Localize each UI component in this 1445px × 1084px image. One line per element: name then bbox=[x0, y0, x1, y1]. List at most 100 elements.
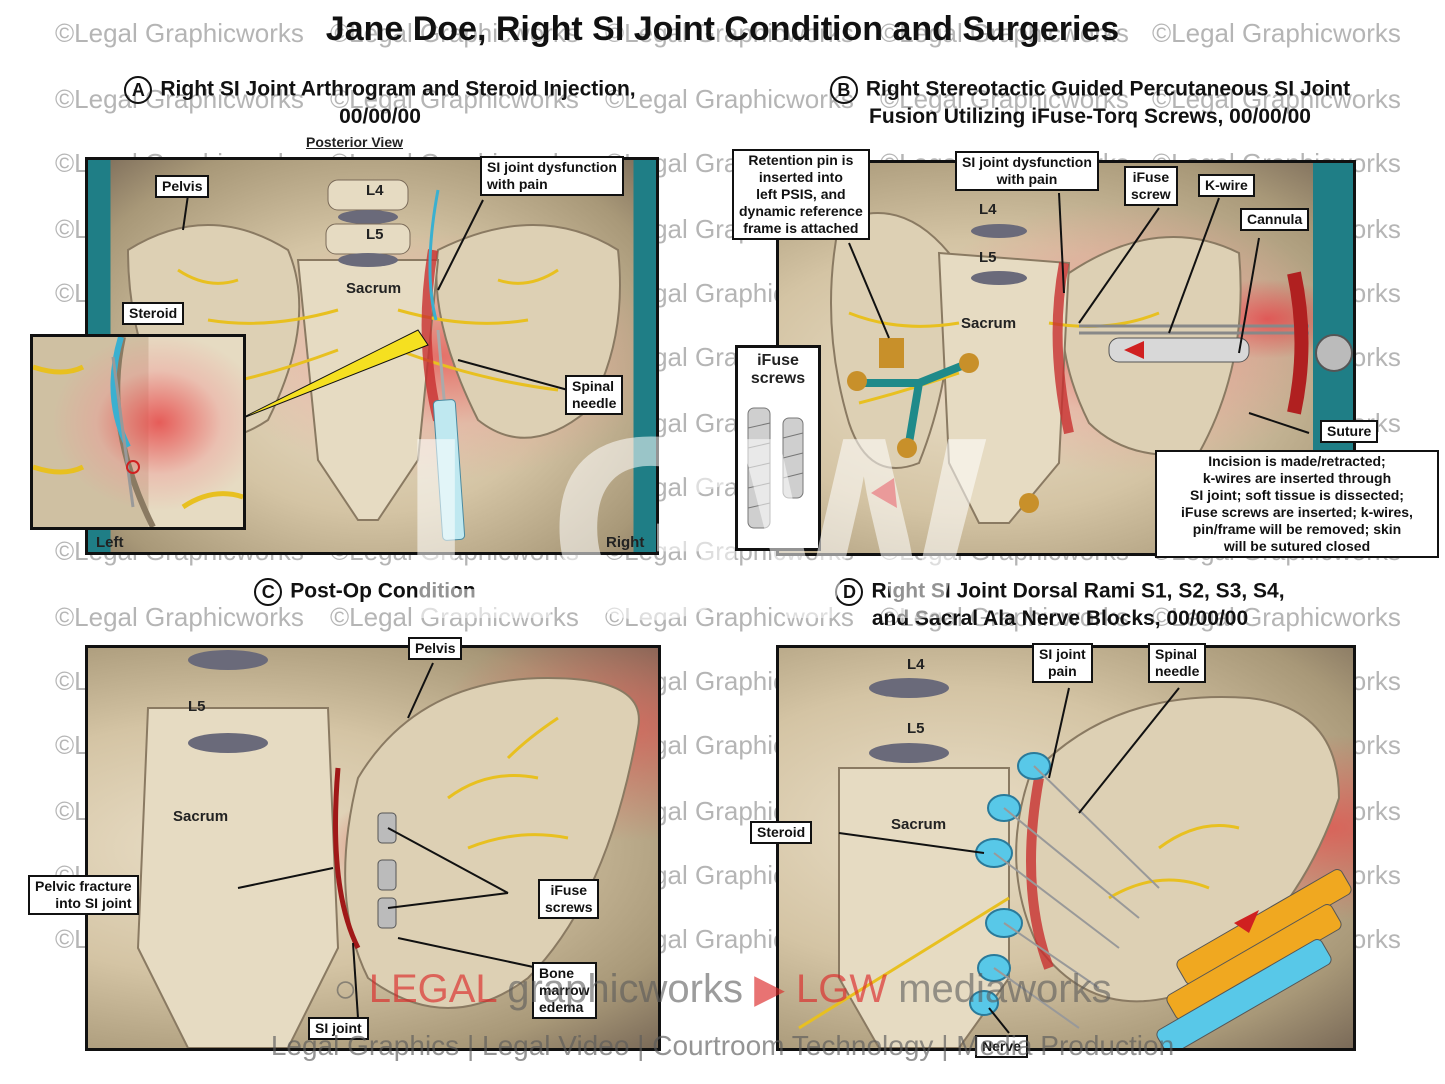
panel-a-pelvis-label: Pelvis bbox=[155, 175, 210, 198]
panel-d: L4 L5 Sacrum bbox=[776, 645, 1356, 1051]
panel-b-l5-label: L5 bbox=[979, 249, 997, 266]
section-d-title: D Right SI Joint Dorsal Rami S1, S2, S3, … bbox=[780, 578, 1340, 632]
d-direction-arrow bbox=[1234, 910, 1259, 933]
panel-a-l4-label: L4 bbox=[366, 182, 384, 199]
c-disc-2 bbox=[188, 733, 268, 753]
section-c-title: C Post-Op Condition bbox=[200, 578, 530, 606]
section-a-view-label: Posterior View bbox=[306, 134, 404, 150]
b-disc-l4 bbox=[971, 224, 1027, 238]
panel-c-si-joint-label: SI joint bbox=[308, 1017, 369, 1040]
c-si-joint-line bbox=[333, 767, 361, 950]
c-screws bbox=[377, 812, 397, 929]
d-needles bbox=[993, 765, 1160, 1029]
b-incision bbox=[1287, 271, 1309, 415]
panel-d-l5-label: L5 bbox=[907, 720, 925, 737]
panel-d-l4-label: L4 bbox=[907, 656, 925, 673]
d-nerves bbox=[798, 824, 1240, 1030]
panel-b-l4-label: L4 bbox=[979, 201, 997, 218]
section-a-title-line1: Right SI Joint Arthrogram and Steroid In… bbox=[160, 77, 636, 101]
screw-1 bbox=[747, 407, 771, 529]
d-leaders bbox=[838, 687, 1180, 1034]
footer-brand-mediaworks: mediaworks bbox=[887, 967, 1112, 1011]
section-b-letter: B bbox=[829, 76, 858, 104]
panel-d-illustration bbox=[798, 678, 1352, 1048]
syringe bbox=[432, 399, 466, 541]
section-d-letter: D bbox=[835, 578, 864, 606]
c-leaders bbox=[237, 662, 539, 1019]
inset-injection-mark bbox=[126, 460, 140, 474]
footer-brand-legal: LEGAL bbox=[368, 967, 497, 1011]
leader-spinal-needle bbox=[457, 359, 569, 391]
panel-c-l5-label: L5 bbox=[188, 698, 206, 715]
panel-d-spinal-needle-label: Spinal needle bbox=[1148, 643, 1207, 683]
b-cannula-assembly bbox=[1079, 324, 1353, 372]
panel-c-bone-marrow-label: Bone marrow edema bbox=[532, 962, 597, 1019]
panel-d-sacrum-label: Sacrum bbox=[891, 816, 947, 833]
d-syringes bbox=[1156, 869, 1352, 1048]
lgw-watermark-logo: LGW bbox=[400, 384, 986, 674]
panel-c-ifuse-screws-label: iFuse screws bbox=[538, 879, 600, 919]
footer-brand-lgw: LGW bbox=[795, 967, 888, 1011]
c-nerves bbox=[447, 716, 569, 850]
section-b-title: B Right Stereotactic Guided Percutaneous … bbox=[770, 76, 1410, 130]
steroid-path bbox=[428, 189, 440, 321]
leader-si-dysfunction bbox=[437, 199, 484, 291]
b-reference-frame bbox=[847, 338, 1039, 513]
panel-b-sacrum-label: Sacrum bbox=[961, 315, 1017, 332]
panel-c-pelvis-label: Pelvis bbox=[408, 637, 463, 660]
section-c-title-line1: Post-Op Condition bbox=[290, 579, 476, 603]
leader-pelvis bbox=[182, 194, 189, 231]
section-a-letter: A bbox=[124, 76, 153, 104]
footer-brand-graphicworks: graphicworks bbox=[496, 967, 755, 1011]
section-d-title-line1: Right SI Joint Dorsal Rami S1, S2, S3, S… bbox=[871, 579, 1285, 603]
panel-a-inset-illustration bbox=[33, 337, 243, 527]
inset-nerves bbox=[33, 364, 243, 510]
section-c-letter: C bbox=[254, 578, 283, 606]
panel-b-screws-inset-label: iFuse screws bbox=[750, 352, 806, 387]
panel-b-screws-inset: iFuse screws bbox=[735, 345, 821, 551]
panel-b-suture-label: Suture bbox=[1320, 420, 1379, 443]
c-sacrum-shape bbox=[136, 707, 340, 1048]
d-disc-l5 bbox=[869, 743, 949, 763]
section-a-title-line2: 00/00/00 bbox=[339, 105, 421, 128]
page-title: Jane Doe, Right SI Joint Condition and S… bbox=[325, 10, 1120, 48]
panel-b-incision-note: Incision is made/retracted; k-wires are … bbox=[1155, 450, 1439, 558]
panel-c-pelvic-fracture-label: Pelvic fracture into SI joint bbox=[28, 875, 139, 915]
panel-a-right-label: Right bbox=[606, 534, 645, 551]
panel-d-nerve-label: Nerve bbox=[975, 1035, 1028, 1058]
b-si-joint-inflamed bbox=[1052, 262, 1074, 435]
b-direction-arrow bbox=[871, 478, 897, 508]
panel-a-inset bbox=[30, 334, 246, 530]
section-b-title-line1: Right Stereotactic Guided Percutaneous S… bbox=[865, 77, 1351, 101]
panel-b-retention-pin-label: Retention pin is inserted into left PSIS… bbox=[732, 149, 870, 240]
inset-needle bbox=[111, 356, 135, 508]
zoom-callout-triangle bbox=[237, 329, 429, 421]
panel-b-si-dysfunction-label: SI joint dysfunction with pain bbox=[955, 151, 1099, 191]
b-sacrum bbox=[937, 251, 1071, 524]
panel-a-spinal-needle-label: Spinal needle bbox=[565, 375, 624, 415]
d-disc-l4 bbox=[869, 678, 949, 698]
section-a-title: A Right SI Joint Arthrogram and Steroid I… bbox=[60, 76, 700, 130]
panel-d-si-joint-pain-label: SI joint pain bbox=[1032, 643, 1093, 683]
panel-b-ifuse-screw-label: iFuse screw bbox=[1124, 166, 1178, 206]
footer-play-icon: ▶ bbox=[754, 967, 785, 1011]
panel-a-si-dysfunction-label: SI joint dysfunction with pain bbox=[480, 156, 624, 196]
footer-brand-icon: ○ bbox=[333, 967, 358, 1011]
panel-b-cannula-label: Cannula bbox=[1240, 208, 1310, 231]
footer-tagline: Legal Graphics | Legal Video | Courtroom… bbox=[270, 1030, 1175, 1061]
disc-l4 bbox=[338, 210, 398, 224]
b-leaders bbox=[848, 192, 1310, 434]
b-disc-l5 bbox=[971, 271, 1027, 285]
watermark-text: ©Legal Graphicworks bbox=[55, 602, 304, 632]
panel-c-illustration bbox=[136, 650, 640, 1048]
panel-a-left-label: Left bbox=[96, 534, 124, 551]
panel-a-steroid-label: Steroid bbox=[122, 302, 185, 325]
section-b-title-line2: Fusion Utilizing iFuse-Torq Screws, 00/0… bbox=[869, 105, 1311, 128]
disc-l5 bbox=[338, 253, 398, 267]
panel-b-illustration bbox=[830, 192, 1353, 524]
panel-b-k-wire-label: K-wire bbox=[1198, 174, 1255, 197]
panel-a-illustration bbox=[126, 179, 621, 541]
panel-c-sacrum-label: Sacrum bbox=[173, 808, 229, 825]
screw-2 bbox=[782, 417, 804, 499]
panel-a-l5-label: L5 bbox=[366, 226, 384, 243]
